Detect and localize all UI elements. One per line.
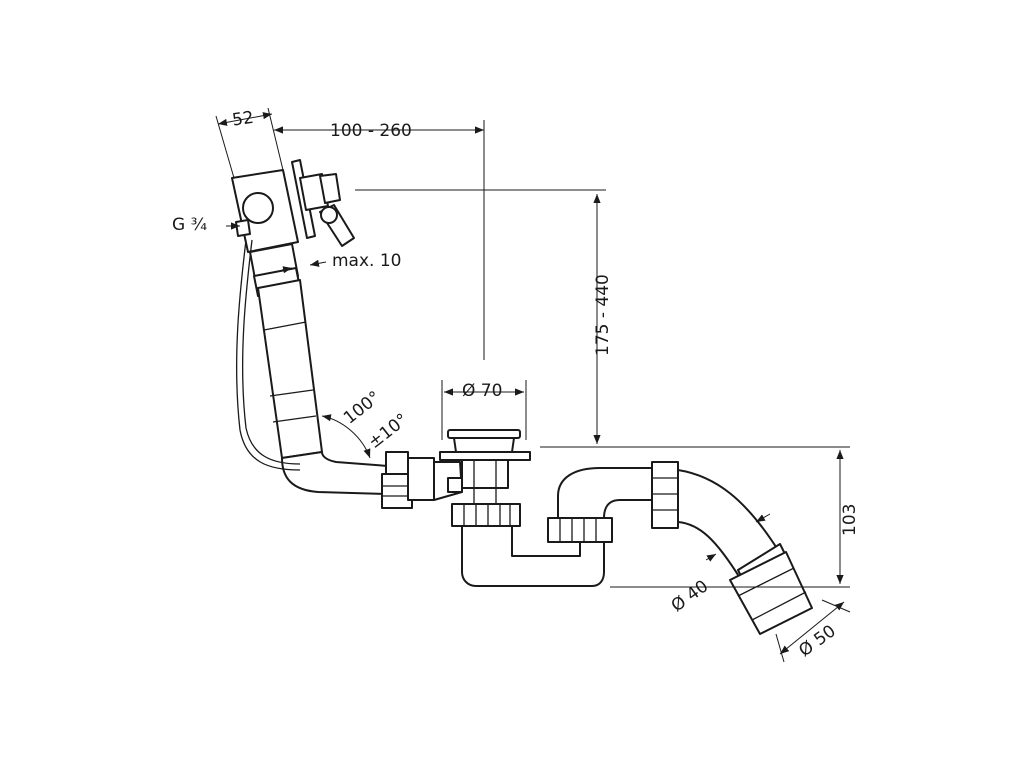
label-angle-tolerance: ±10°	[365, 410, 412, 453]
dimension-wall-thickness	[281, 259, 327, 274]
dimension-flange-width	[215, 107, 284, 179]
label-flange-width: 52	[231, 108, 255, 131]
label-drain-diameter: Ø 70	[462, 381, 502, 401]
label-overflow-to-drain: 100 - 260	[330, 121, 412, 141]
label-trap-height: 103	[840, 504, 860, 536]
overflow-assembly	[231, 159, 355, 253]
label-wall-thickness: max. 10	[332, 251, 401, 271]
label-thread-size: G ¾	[172, 215, 207, 235]
label-outlet-inner: Ø 40	[668, 576, 712, 616]
label-drain-depth: 175 - 440	[593, 274, 613, 356]
overflow-tube	[249, 243, 389, 495]
drain-fitting	[439, 429, 531, 493]
bowden-cable	[235, 239, 301, 471]
dimension-overflow-to-drain	[274, 120, 485, 360]
dimension-trap-height	[610, 450, 850, 588]
dimension-outlet-outer	[775, 599, 851, 663]
dimension-drain-diameter	[441, 380, 527, 440]
dimension-angle	[321, 414, 371, 459]
label-angle: 100°	[340, 388, 385, 429]
dimension-drain-depth	[355, 189, 850, 448]
label-outlet-outer: Ø 50	[795, 621, 839, 661]
trap	[451, 467, 665, 587]
dimension-outlet-inner	[705, 513, 771, 562]
